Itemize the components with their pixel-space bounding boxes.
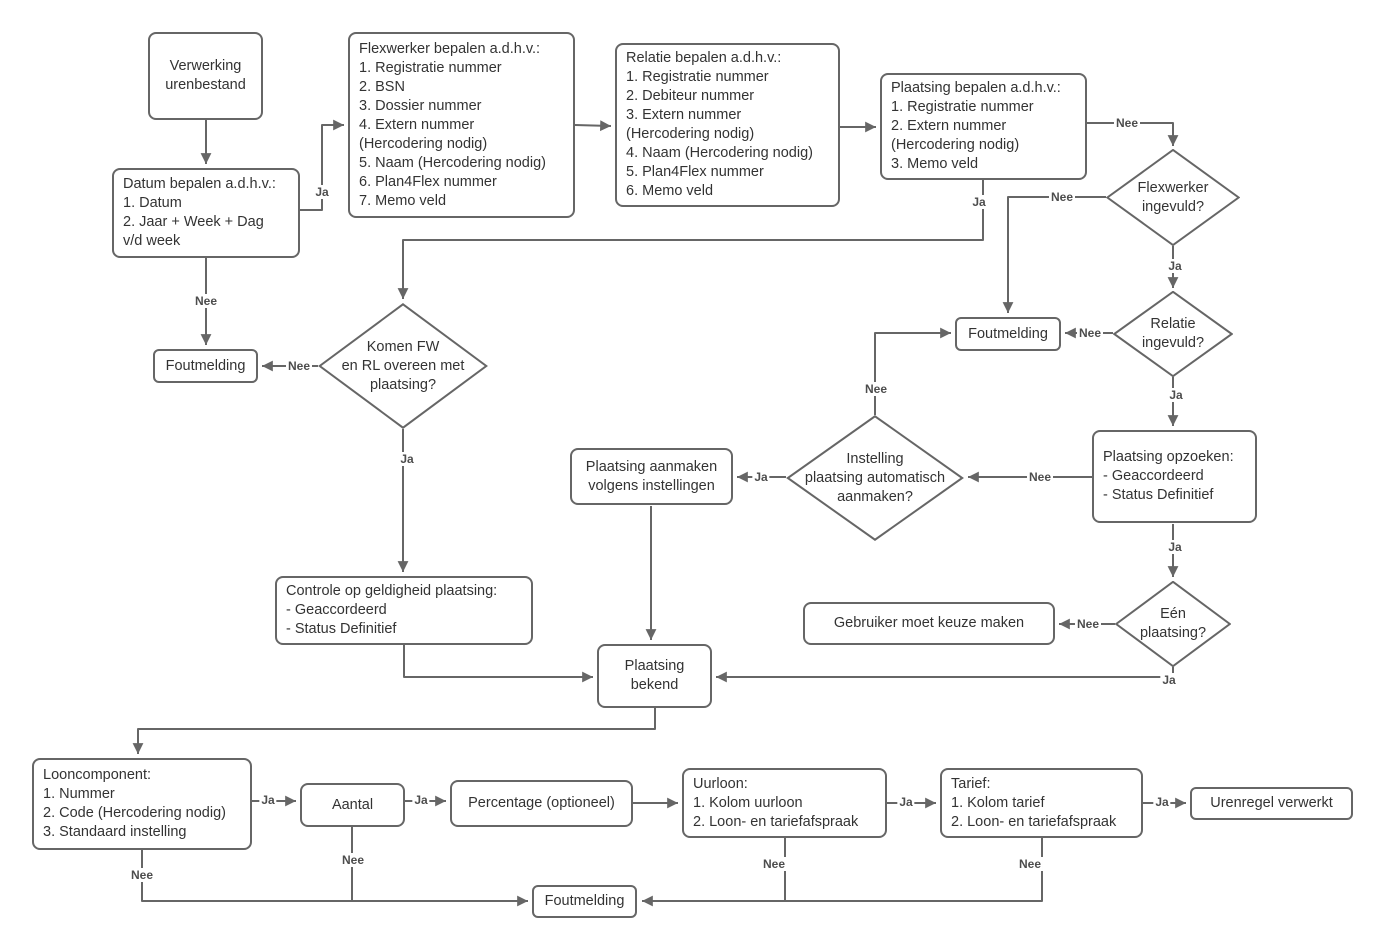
node-komen-fw-rl: Komen FW en RL overeen met plaatsing?: [318, 303, 488, 429]
node-label: Foutmelding: [165, 357, 246, 374]
node-label: Tarief: 1. Kolom tarief 2. Loon- en tari…: [951, 775, 1117, 830]
node-label: Foutmelding: [968, 325, 1048, 342]
edge-label-ja: Ja: [752, 470, 770, 484]
node-label: Instelling plaatsing automatisch aanmake…: [804, 450, 946, 505]
node-label: Relatie ingevuld?: [1141, 316, 1205, 351]
node-flexwerker-ingevuld: Flexwerker ingevuld?: [1106, 149, 1240, 246]
node-plaatsing-bekend: Plaatsing bekend: [597, 644, 712, 708]
node-instelling-plaatsing: Instelling plaatsing automatisch aanmake…: [786, 415, 964, 541]
edge-label-nee: Nee: [339, 853, 367, 867]
node-label: Urenregel verwerkt: [1210, 795, 1333, 811]
edge-label-nee: Nee: [1026, 470, 1054, 484]
node-label: Flexwerker bepalen a.d.h.v.: 1. Registra…: [359, 40, 546, 209]
node-label: Foutmelding: [544, 893, 625, 909]
diamond-shape: [786, 415, 964, 541]
edge-label-nee: Nee: [1074, 617, 1102, 631]
node-relatie-ingevuld: Relatie ingevuld?: [1113, 291, 1233, 377]
edge-datum-flexwerkerbepalen-ja: [300, 119, 344, 211]
node-label: Datum bepalen a.d.h.v.: 1. Datum 2. Jaar…: [123, 176, 276, 249]
edge-label-nee: Nee: [1048, 190, 1076, 204]
node-label: Relatie bepalen a.d.h.v.: 1. Registratie…: [626, 50, 813, 199]
node-plaatsing-bepalen: Plaatsing bepalen a.d.h.v.: 1. Registrat…: [880, 73, 1087, 180]
node-datum-bepalen: Datum bepalen a.d.h.v.: 1. Datum 2. Jaar…: [112, 168, 300, 258]
edge-label-nee: Nee: [285, 359, 313, 373]
node-label: Flexwerker ingevuld?: [1137, 179, 1209, 215]
diamond-shape: [1106, 149, 1240, 246]
edge-label-ja: Ja: [398, 452, 416, 466]
edge-controle-plaatsingbekend: [403, 645, 593, 683]
edge-label-nee: Nee: [1076, 326, 1104, 340]
edge-label-nee: Nee: [192, 294, 220, 308]
edge-label-nee: Nee: [862, 382, 890, 396]
node-urenregel-verwerkt: Urenregel verwerkt: [1190, 787, 1353, 820]
node-controle-geldigheid: Controle op geldigheid plaatsing: - Geac…: [275, 576, 533, 645]
node-label: Percentage (optioneel): [468, 795, 615, 811]
edge-looncomponent-foutmelding-nee: [141, 850, 528, 907]
node-plaatsing-opzoeken: Plaatsing opzoeken: - Geaccordeerd - Sta…: [1092, 430, 1257, 523]
node-verwerking-urenbestand: Verwerking urenbestand: [148, 32, 263, 120]
edge-label-nee: Nee: [760, 857, 788, 871]
edge-instelling-foutmelding-nee: [874, 327, 951, 415]
node-plaatsing-aanmaken: Plaatsing aanmaken volgens instellingen: [570, 448, 733, 505]
node-foutmelding-bottom: Foutmelding: [532, 885, 637, 918]
edge-plaatsingbekend-looncomponent: [132, 708, 656, 754]
diamond-shape: [1115, 581, 1231, 667]
edge-label-ja: Ja: [259, 793, 277, 807]
node-foutmelding-left: Foutmelding: [153, 349, 258, 383]
node-relatie-bepalen: Relatie bepalen a.d.h.v.: 1. Registratie…: [615, 43, 840, 207]
node-foutmelding-top: Foutmelding: [955, 317, 1061, 351]
edge-label-ja: Ja: [1166, 259, 1184, 273]
diamond-shape: [1113, 291, 1233, 377]
node-label: Controle op geldigheid plaatsing: - Geac…: [286, 583, 498, 637]
edge-label-nee: Nee: [128, 868, 156, 882]
edge-label-ja: Ja: [970, 195, 988, 209]
edge-label-ja: Ja: [1153, 795, 1171, 809]
edge-label-ja: Ja: [412, 793, 430, 807]
edge-plaatsingbepalen-komenfw-ja: [397, 180, 984, 299]
node-label: Gebruiker moet keuze maken: [833, 615, 1025, 631]
edge-label-ja: Ja: [1166, 540, 1184, 554]
edge-tarief-foutmelding-nee: [642, 838, 1043, 907]
node-aantal: Aantal: [300, 783, 405, 827]
node-label: Plaatsing bepalen a.d.h.v.: 1. Registrat…: [891, 80, 1061, 172]
node-looncomponent: Looncomponent: 1. Nummer 2. Code (Hercod…: [32, 758, 252, 850]
edge-label-nee: Nee: [1016, 857, 1044, 871]
node-label: Plaatsing bekend: [624, 658, 685, 693]
edge-label-ja: Ja: [1160, 673, 1178, 687]
edge-label-ja: Ja: [313, 185, 331, 199]
node-uurloon: Uurloon: 1. Kolom uurloon 2. Loon- en ta…: [682, 768, 887, 838]
edge-flexwerkerbepalen-relatiebepalen: [574, 120, 612, 132]
edge-label-ja: Ja: [897, 795, 915, 809]
node-label: Uurloon: 1. Kolom uurloon 2. Loon- en ta…: [693, 775, 859, 830]
node-label: Komen FW en RL overeen met plaatsing?: [341, 338, 465, 393]
node-percentage: Percentage (optioneel): [450, 780, 633, 827]
edge-label-ja: Ja: [1167, 388, 1185, 402]
node-tarief: Tarief: 1. Kolom tarief 2. Loon- en tari…: [940, 768, 1143, 838]
edge-eenplaatsing-plaatsingbekend-ja: [716, 667, 1174, 683]
node-gebruiker-keuze: Gebruiker moet keuze maken: [803, 602, 1055, 645]
node-label: Verwerking urenbestand: [165, 58, 246, 93]
diamond-shape: [318, 303, 488, 429]
edge-flexwerkeringevuld-foutmelding-nee: [1002, 196, 1106, 313]
node-label: Aantal: [331, 796, 374, 813]
node-label: Plaatsing opzoeken: - Geaccordeerd - Sta…: [1103, 449, 1234, 503]
node-een-plaatsing: Eén plaatsing?: [1115, 581, 1231, 667]
node-label: Plaatsing aanmaken volgens instellingen: [585, 458, 718, 494]
node-label: Looncomponent: 1. Nummer 2. Code (Hercod…: [43, 767, 226, 840]
node-flexwerker-bepalen: Flexwerker bepalen a.d.h.v.: 1. Registra…: [348, 32, 575, 218]
node-label: Eén plaatsing?: [1139, 606, 1207, 641]
edge-label-nee: Nee: [1113, 116, 1141, 130]
